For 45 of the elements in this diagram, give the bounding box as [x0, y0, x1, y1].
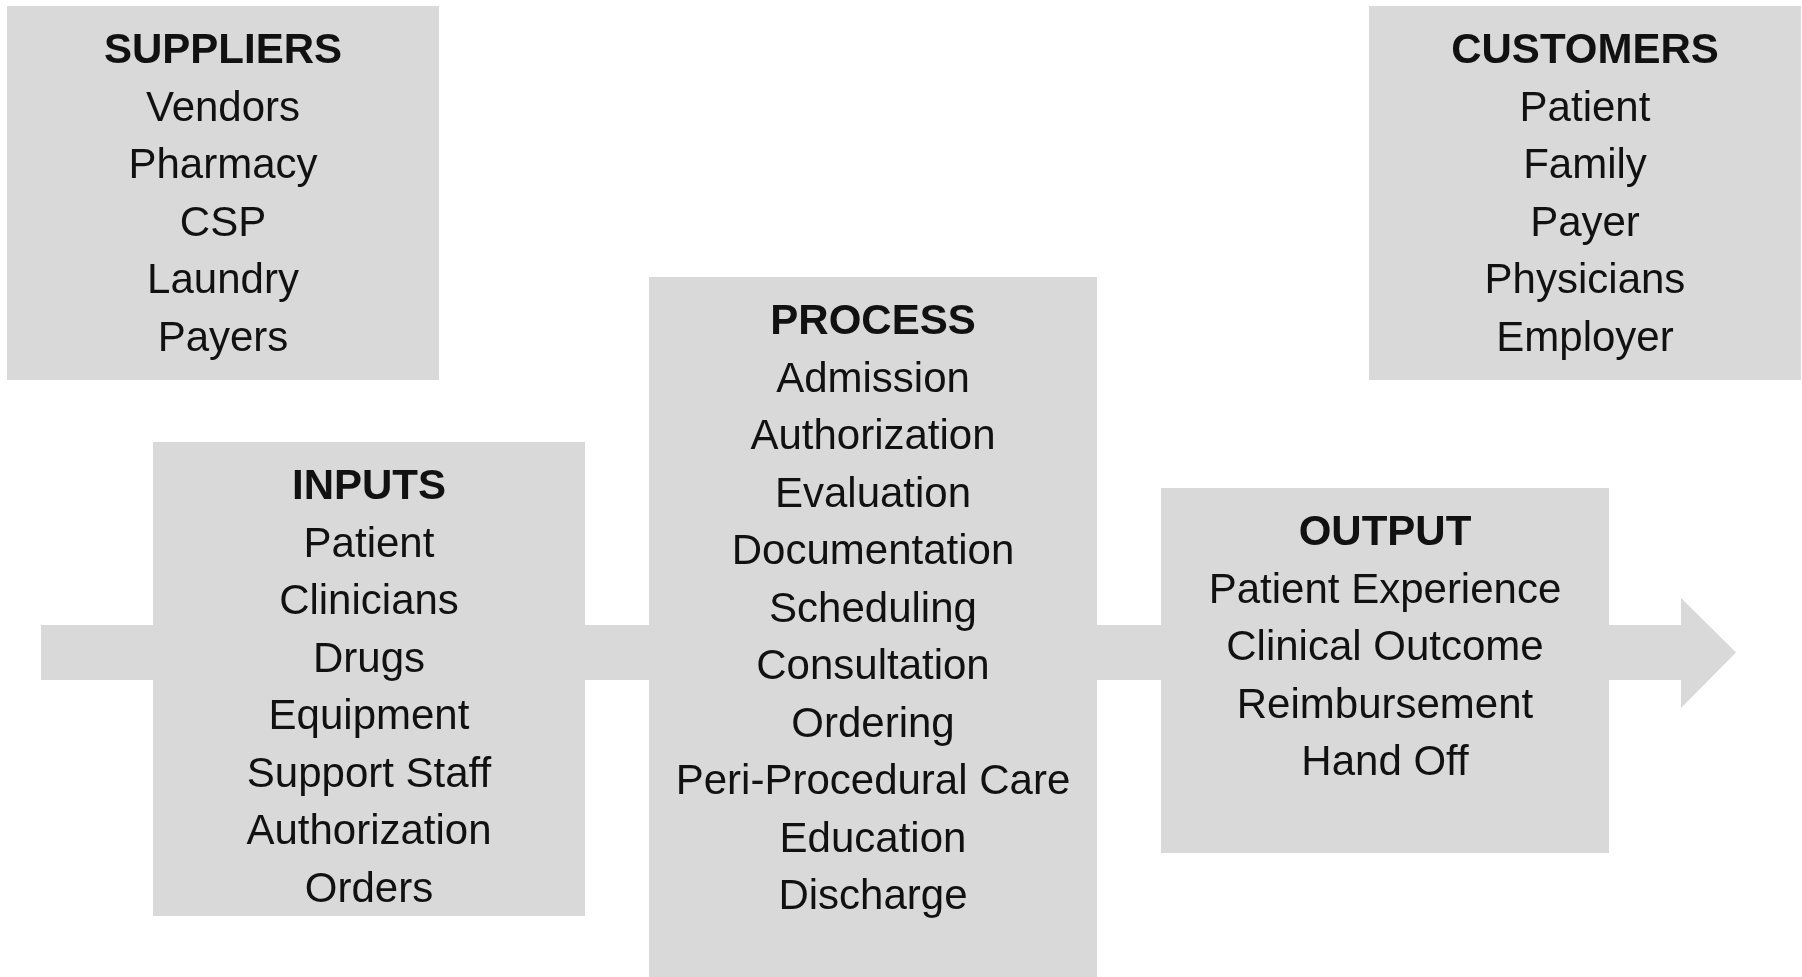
list-item: Payers: [157, 311, 289, 362]
category-box: [1369, 6, 1801, 380]
list-item: Drugs: [312, 632, 425, 683]
list-item: Patient Experience: [1208, 563, 1562, 614]
box-heading: CUSTOMERS: [1451, 24, 1719, 74]
flow-band: [1097, 625, 1161, 680]
list-item: Payer: [1530, 196, 1640, 247]
category-box: [153, 442, 585, 916]
category-box: [7, 6, 439, 380]
list-item: Clinical Outcome: [1226, 621, 1544, 671]
list-item: Authorization: [750, 410, 996, 460]
list-item: Discharge: [778, 870, 968, 920]
list-item: Documentation: [731, 525, 1015, 575]
category-box: [1161, 488, 1609, 853]
list-item: Clinicians: [279, 575, 459, 625]
list-item: Physicians: [1484, 254, 1686, 304]
list-item: Peri-Procedural Care: [675, 755, 1071, 805]
list-item: CSP: [179, 196, 267, 247]
list-item: Admission: [776, 352, 970, 403]
list-item: Family: [1523, 139, 1647, 189]
list-item: Equipment: [268, 690, 470, 740]
list-item: Ordering: [791, 697, 955, 748]
list-item: Consultation: [756, 640, 990, 690]
list-item: Authorization: [246, 805, 492, 855]
list-item: Hand Off: [1301, 736, 1469, 786]
list-item: Support Staff: [246, 747, 492, 798]
flow-band: [41, 625, 153, 680]
category-box: [649, 277, 1097, 977]
list-item: Vendors: [145, 81, 301, 132]
list-item: Patient: [303, 517, 435, 568]
box-heading: PROCESS: [770, 295, 976, 345]
list-item: Scheduling: [769, 582, 977, 633]
flow-arrow: [1609, 598, 1736, 708]
box-heading: INPUTS: [292, 460, 446, 510]
box-heading: SUPPLIERS: [103, 24, 343, 74]
list-item: Patient: [1519, 81, 1651, 132]
list-item: Evaluation: [774, 467, 972, 518]
list-item: Pharmacy: [128, 139, 318, 189]
list-item: Reimbursement: [1236, 678, 1534, 729]
list-item: Education: [779, 812, 967, 863]
list-item: Employer: [1496, 311, 1674, 362]
list-item: Orders: [304, 862, 434, 913]
box-heading: OUTPUT: [1298, 506, 1472, 556]
flow-band: [585, 625, 649, 680]
list-item: Laundry: [147, 254, 299, 304]
